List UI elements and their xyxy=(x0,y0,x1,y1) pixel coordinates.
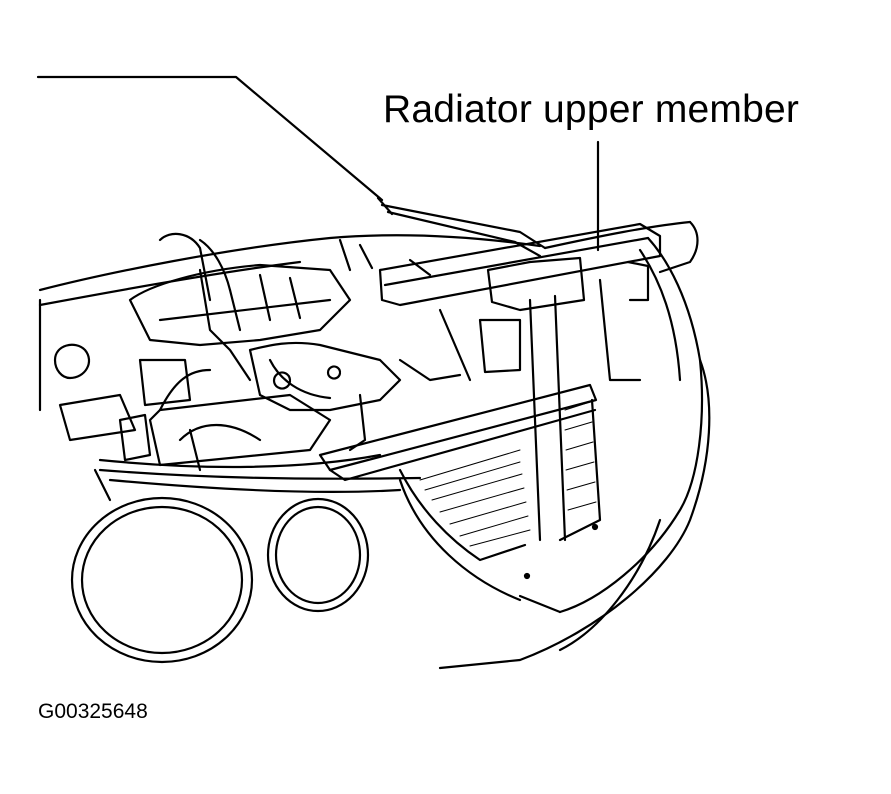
figure-id: G00325648 xyxy=(38,700,148,723)
hood-outline xyxy=(376,196,547,258)
radiator-upper-member xyxy=(378,222,662,542)
bumper-outline xyxy=(93,468,522,602)
radiator-upper-member-label: Radiator upper member xyxy=(383,88,800,131)
detail-marks xyxy=(523,523,599,580)
headlamp-left xyxy=(70,496,254,664)
body-outline xyxy=(38,220,711,670)
headlamp-right xyxy=(266,497,370,613)
radiator-core xyxy=(318,383,602,562)
hood-leader-line xyxy=(36,75,384,202)
engine-components xyxy=(53,232,522,472)
